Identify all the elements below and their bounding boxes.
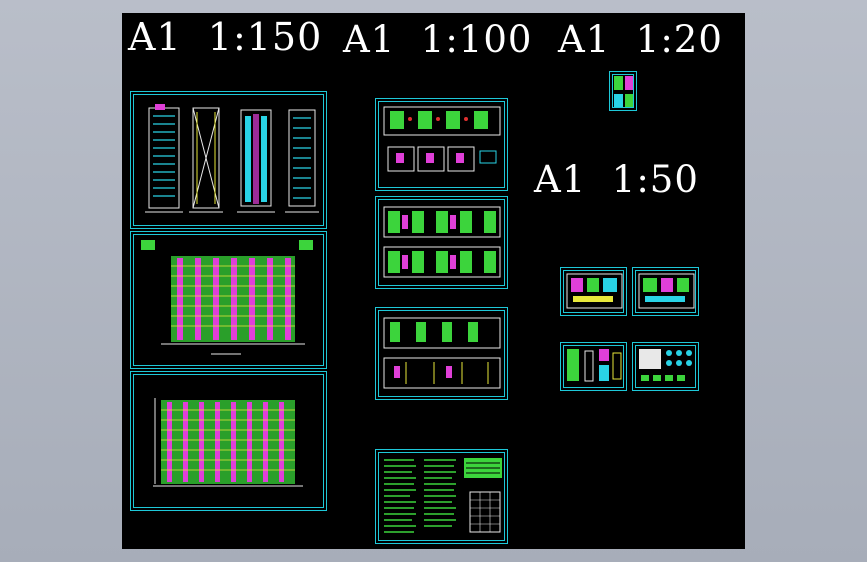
elevations-drawing <box>145 104 319 213</box>
sheet-unit-plan-b[interactable] <box>632 267 699 316</box>
sheet-stair-details[interactable] <box>560 342 627 391</box>
cad-model-space[interactable]: A1 1:150 A1 1:100 A1 1:20 A1 1:50 <box>122 13 745 549</box>
plan-lower-drawing <box>383 317 501 389</box>
sheet-plan-middle[interactable] <box>375 196 508 289</box>
unit-plan-a-drawing <box>566 273 623 309</box>
scale-label-a1-150: A1 1:150 <box>128 15 323 59</box>
sheet-front-elevation[interactable] <box>130 231 327 369</box>
sheet-plan-top[interactable] <box>375 98 508 191</box>
sheet-plan-lower[interactable] <box>375 307 508 400</box>
design-notes-drawing <box>384 458 502 533</box>
scale-label-a1-100: A1 1:100 <box>343 18 533 61</box>
detail-1-20-drawing <box>614 76 634 108</box>
node-details-drawing <box>639 349 692 381</box>
scale-label-a1-20: A1 1:20 <box>558 18 723 61</box>
stair-details-drawing <box>567 349 622 382</box>
plan-top-drawing <box>383 106 501 172</box>
sheet-detail-1-20[interactable] <box>609 71 637 111</box>
plan-middle-drawing <box>383 206 501 278</box>
rear-elevation-drawing <box>153 398 303 487</box>
scale-label-a1-50: A1 1:50 <box>534 158 699 201</box>
sheet-elevations-sections[interactable] <box>130 91 327 229</box>
front-elevation-drawing <box>141 240 313 355</box>
sheet-unit-plan-a[interactable] <box>560 267 627 316</box>
sheet-node-details[interactable] <box>632 342 699 391</box>
sheet-rear-elevation[interactable] <box>130 371 327 511</box>
sheet-design-notes[interactable] <box>375 449 508 544</box>
unit-plan-b-drawing <box>638 273 695 309</box>
